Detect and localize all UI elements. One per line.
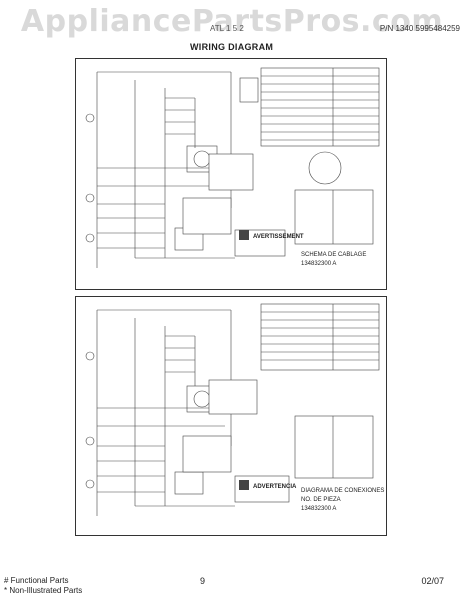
wiring-diagram-spanish: ADVERTENCIA DIAGRAMA DE CONEXIONES NO. D… <box>75 296 387 536</box>
page-title: WIRING DIAGRAM <box>190 42 274 52</box>
wiring-diagram-french: AVERTISSEMENT SCHEMA DE CABLAGE 13483230… <box>75 58 387 290</box>
schema-title: DIAGRAMA DE CONEXIONES <box>301 488 384 494</box>
schema-number: 134832300 A <box>301 261 336 267</box>
motor-connector <box>308 151 342 185</box>
non-illustrated-note: * Non-Illustrated Parts <box>4 586 83 595</box>
circuit-lines <box>85 309 235 516</box>
component-tables <box>182 67 380 257</box>
warning-triangle-icon <box>239 480 249 490</box>
schema-subtitle: NO. DE PIEZA <box>301 497 341 503</box>
model-number: ATL 1 5 2 <box>210 24 244 33</box>
schema-title: SCHEMA DE CABLAGE <box>301 252 366 258</box>
warning-triangle-icon <box>239 230 249 240</box>
part-number: P/N 1340 5995484259 <box>379 24 460 33</box>
page-number: 9 <box>200 576 206 586</box>
revision-date: 02/07 <box>421 576 444 586</box>
site-watermark: AppliancePartsPros.com <box>20 4 444 39</box>
warning-label: AVERTISSEMENT <box>253 234 304 240</box>
schema-number: 134832300 A <box>301 506 336 512</box>
warning-label: ADVERTENCIA <box>253 484 297 490</box>
footer-legend: # Functional Parts * Non-Illustrated Par… <box>4 576 82 596</box>
circuit-lines <box>85 71 259 268</box>
functional-parts-note: # Functional Parts <box>4 576 69 585</box>
